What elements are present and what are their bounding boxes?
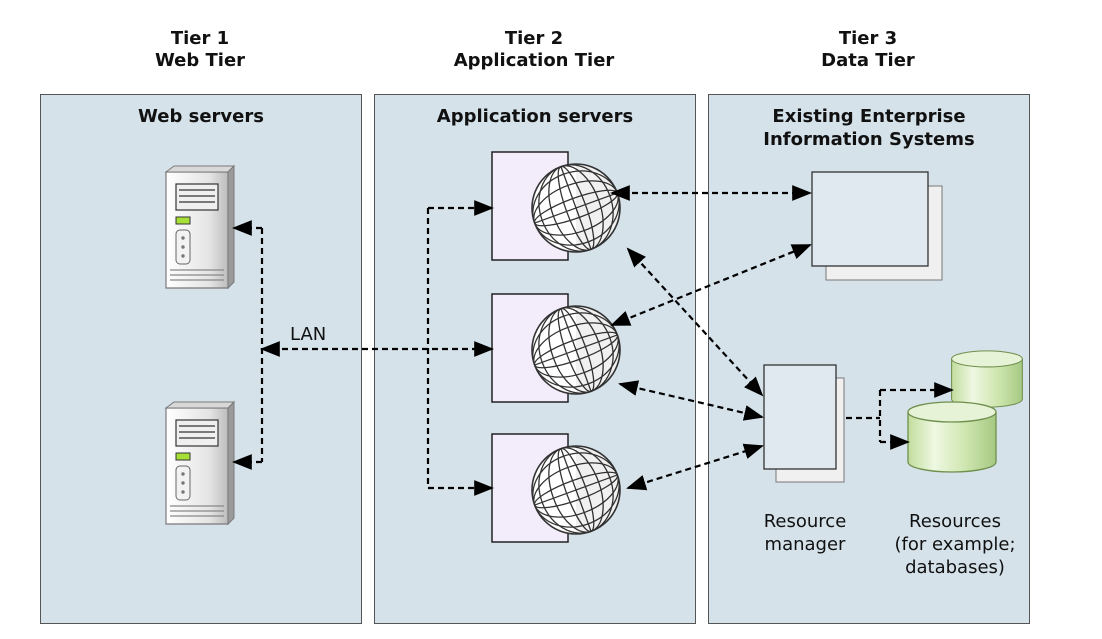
tier-3-number: Tier 3 — [838, 28, 898, 49]
resource-manager-caption-line-2: manager — [764, 534, 846, 555]
eis-title-line-1: Existing Enterprise — [772, 106, 966, 127]
web-server-1-icon — [165, 165, 235, 289]
app-3-to-resource-manager — [626, 443, 764, 491]
app-server-2-icon — [492, 294, 630, 404]
application-servers-title: Application servers — [375, 105, 695, 128]
web-servers-title-text: Web servers — [138, 106, 264, 127]
app-2-to-resource-manager — [618, 380, 764, 421]
resource-manager-caption: Resource manager — [750, 510, 860, 556]
eis-title-line-2: Information Systems — [763, 129, 975, 150]
tier-1-number: Tier 1 — [170, 28, 230, 49]
web-servers-title: Web servers — [41, 105, 361, 128]
tier-1-name: Web Tier — [154, 50, 246, 71]
tier-2-name: Application Tier — [453, 50, 615, 71]
app-2-to-eis — [610, 243, 812, 327]
resources-caption: Resources (for example; databases) — [880, 510, 1030, 579]
resource-manager-caption-line-1: Resource — [763, 511, 847, 532]
app-1-to-resource-manager — [626, 247, 764, 397]
eis-title: Existing Enterprise Information Systems — [709, 105, 1029, 151]
lan-label: LAN — [290, 324, 326, 345]
app-server-1-icon — [492, 152, 630, 262]
resources-caption-line-3: databases) — [905, 557, 1005, 578]
tier-1-header: Tier 1 Web Tier — [40, 28, 360, 72]
resources-caption-line-2: (for example; — [894, 534, 1016, 555]
tier-3-header: Tier 3 Data Tier — [708, 28, 1028, 72]
app-server-3-icon — [492, 434, 630, 544]
web-server-2-icon — [165, 401, 235, 525]
database-1-icon — [951, 350, 1023, 408]
connectors — [232, 185, 954, 496]
tier-2-header: Tier 2 Application Tier — [374, 28, 694, 72]
database-2-icon — [907, 401, 997, 473]
resources-caption-line-1: Resources — [909, 511, 1001, 532]
tier-3-name: Data Tier — [821, 50, 915, 71]
resource-manager-icon — [763, 364, 845, 483]
eis-document-stack-icon — [811, 171, 943, 281]
tier-2-number: Tier 2 — [504, 28, 564, 49]
application-servers-title-text: Application servers — [436, 106, 634, 127]
